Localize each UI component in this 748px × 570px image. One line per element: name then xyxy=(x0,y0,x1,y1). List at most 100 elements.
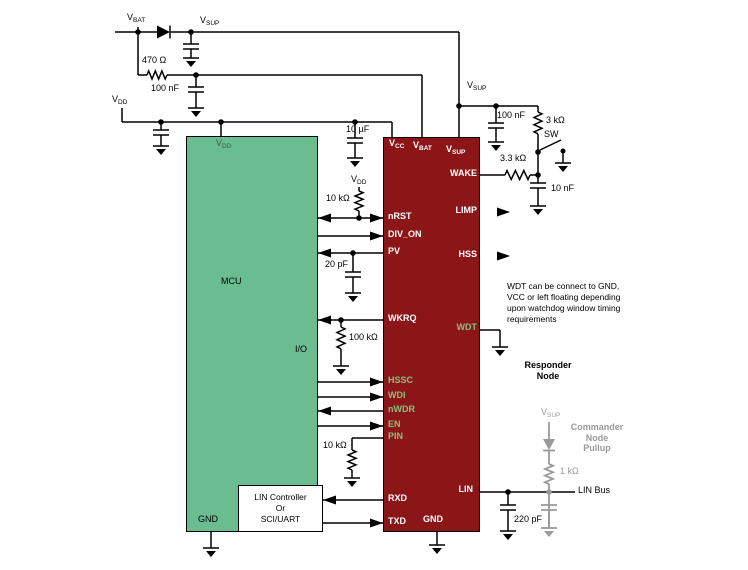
gray-gnd-icon xyxy=(544,531,554,537)
commander-line2: Node xyxy=(585,432,609,443)
mcu-gnd-label: GND xyxy=(198,514,218,524)
lin-controller-box: LIN Controller Or SCI/UART xyxy=(238,485,323,532)
cap-100nf-left-label: 100 nF xyxy=(151,83,180,93)
chip-nrst-pin: nRST xyxy=(388,211,412,221)
lin-bus-label: LIN Bus xyxy=(578,485,611,495)
diode-icon xyxy=(157,25,171,39)
resistor-3k3-label: 3.3 kΩ xyxy=(500,153,527,163)
resistor-100k-label: 100 kΩ xyxy=(349,332,378,342)
vbat-net-label: VBAT xyxy=(127,12,146,24)
arrow-left-nwdr-icon xyxy=(318,406,331,416)
switch-icon xyxy=(539,139,564,163)
wire-lines xyxy=(115,27,575,548)
chip-en-pin: EN xyxy=(388,419,401,429)
arrow-right-hssc-icon xyxy=(370,377,383,387)
commander-node-pullup-label: Commander Node Pullup xyxy=(556,422,638,454)
chip-txd-pin: TXD xyxy=(388,516,406,526)
arrow-left-rxd-icon xyxy=(323,495,336,505)
resistor-10k-nrst-label: 10 kΩ xyxy=(326,193,350,203)
chip-hss-pin: HSS xyxy=(458,249,477,259)
resistor-470-label: 470 Ω xyxy=(142,55,167,65)
vsup-net-label-top: VSUP xyxy=(200,15,220,27)
chip-rxd-pin: RXD xyxy=(388,493,408,503)
chip-wake-pin: WAKE xyxy=(450,168,477,178)
chip-wdi-pin: WDI xyxy=(388,390,406,400)
arrow-right-txd-icon xyxy=(370,518,383,528)
gray-capacitor-icon xyxy=(541,504,557,511)
wdt-note-line4: requirements xyxy=(507,314,557,324)
gnd-icon xyxy=(188,107,204,117)
chip-pin-pin: PIN xyxy=(388,431,404,441)
arrow-hss-icon xyxy=(497,251,510,261)
commander-line1: Commander xyxy=(570,422,624,432)
transceiver-chip-block xyxy=(383,137,480,532)
arrow-right-nrst-icon xyxy=(370,213,383,223)
resistor-3k-icon xyxy=(532,111,544,135)
cap-220pf-label: 220 pF xyxy=(514,514,543,524)
cap-100nf-right-label: 100 nF xyxy=(497,110,526,120)
mcu-io-label: I/O xyxy=(295,344,308,354)
resistor-470-icon xyxy=(146,69,168,81)
gnd-icon xyxy=(488,141,504,151)
gnd-icon xyxy=(183,57,199,67)
mcu-name-label: MCU xyxy=(221,276,242,286)
responder-line1: Responder xyxy=(524,360,572,370)
gray-diode-icon xyxy=(543,439,555,450)
chip-wdt-pin: WDT xyxy=(456,322,478,332)
cap-10nf-label: 10 nF xyxy=(551,183,575,193)
chip-hssc-pin: HSSC xyxy=(388,375,414,385)
gnd-icon xyxy=(345,292,361,302)
gnd-icon xyxy=(153,145,169,155)
wdt-note-line1: WDT can be connect to GND, xyxy=(507,281,620,291)
mcu-vdd-pin-label: VDD xyxy=(216,138,232,150)
lin-controller-line2: Or xyxy=(275,503,286,513)
gnd-icon xyxy=(492,346,508,356)
switch-label: SW xyxy=(544,129,559,139)
gnd-icon xyxy=(555,162,571,172)
chip-vbat-pin: VBAT xyxy=(413,140,432,152)
chip-vcc-pin: VCC xyxy=(389,138,405,150)
chip-limp-pin: LIMP xyxy=(455,205,478,215)
chip-nwdr-pin: nWDR xyxy=(388,404,415,414)
responder-node-label: Responder Node xyxy=(504,360,592,382)
chip-lin-pin: LIN xyxy=(458,484,474,494)
resistor-100k-icon xyxy=(335,326,347,350)
resistor-10k-pin-label: 10 kΩ xyxy=(323,440,347,450)
gnd-icon xyxy=(333,365,349,375)
chip-vsup-pin: VSUP xyxy=(446,144,466,156)
chip-wkrq-pin: WKRQ xyxy=(388,313,417,323)
arrow-right-wdi-icon xyxy=(370,392,383,402)
arrow-right-en-icon xyxy=(370,421,383,431)
gnd-icon xyxy=(429,544,445,554)
mcu-block xyxy=(186,136,318,532)
chip-gnd-pin: GND xyxy=(423,514,443,524)
cap-20pf-label: 20 pF xyxy=(325,259,349,269)
wdt-note: WDT can be connect to GND, VCC or left f… xyxy=(507,281,620,325)
chip-pv-pin: PV xyxy=(388,246,401,256)
gnd-icon xyxy=(347,157,363,167)
gnd-icon xyxy=(344,477,360,487)
arrow-left-wkrq-icon xyxy=(318,315,331,325)
wdt-note-line2: VCC or left floating depending xyxy=(507,292,621,302)
arrow-left-pv-icon xyxy=(318,248,331,258)
wdt-note-line3: upon watchdog window timing xyxy=(507,303,621,313)
commander-pullup-network xyxy=(541,422,557,537)
gnd-icon xyxy=(203,547,219,557)
vdd-net-label: VDD xyxy=(112,94,128,106)
vsup-lin-label: VSUP xyxy=(541,407,561,419)
responder-line2: Node xyxy=(536,371,560,381)
cap-10uf-label: 10 µF xyxy=(346,124,370,134)
resistor-1k-label: 1 kΩ xyxy=(560,466,579,476)
arrow-limp-icon xyxy=(497,207,510,217)
chip-divon-pin: DIV_ON xyxy=(388,229,422,239)
commander-line3: Pullup xyxy=(583,443,611,453)
resistor-1k-icon xyxy=(542,463,556,485)
vsup-net-label-mid: VSUP xyxy=(467,80,487,92)
gnd-icon xyxy=(530,205,546,215)
lin-controller-line1: LIN Controller xyxy=(254,492,307,502)
resistor-3k3-icon xyxy=(504,168,531,182)
gnd-icon xyxy=(500,530,516,540)
arrow-left-nrst-icon xyxy=(318,213,331,223)
